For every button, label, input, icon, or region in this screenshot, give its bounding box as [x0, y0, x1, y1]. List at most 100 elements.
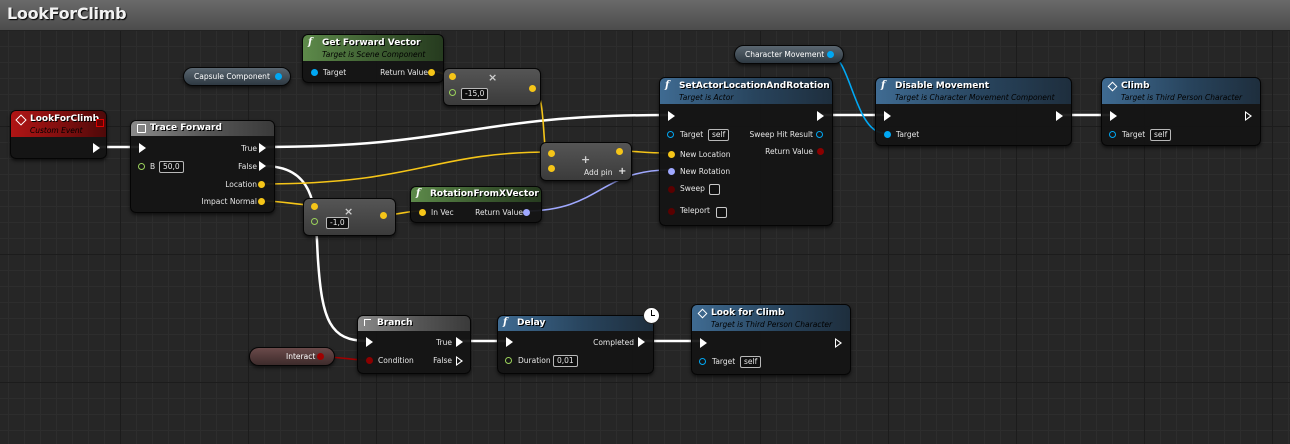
branch-false-label: False — [433, 356, 452, 365]
trace-false-pin[interactable] — [259, 161, 266, 171]
branch-title: Branch — [377, 318, 413, 328]
branch-condition-label: Condition — [378, 356, 414, 365]
mult2-b-pin[interactable] — [311, 218, 318, 225]
mult2-b-field[interactable]: -1,0 — [326, 217, 349, 229]
setloc-newrot-pin[interactable] — [668, 168, 675, 175]
setloc-teleport-pin[interactable] — [668, 208, 675, 215]
trace-b-pin[interactable] — [138, 163, 145, 170]
delay-duration-pin[interactable] — [505, 357, 512, 364]
delay-completed-pin[interactable] — [638, 337, 645, 347]
setloc-exec-in-pin[interactable] — [668, 111, 675, 121]
delay-node[interactable]: f Delay Completed Duration 0,01 — [497, 307, 660, 374]
mult2-a-pin[interactable] — [311, 203, 318, 210]
disable-subtitle: Target is Character Movement Component — [895, 93, 1055, 102]
mult1-out-pin[interactable] — [529, 85, 536, 92]
rotation-from-x-vector-node[interactable]: f RotationFromXVector In Vec Return Valu… — [410, 186, 542, 223]
multiply-node-2[interactable]: × -1,0 — [303, 198, 396, 236]
climb-target-pin[interactable] — [1109, 131, 1116, 138]
climb-target-field[interactable]: self — [1150, 129, 1172, 141]
capsule-pin[interactable] — [275, 73, 282, 80]
lfc-target-field[interactable]: self — [740, 356, 762, 368]
climb-exec-in-pin[interactable] — [1110, 111, 1117, 121]
function-icon-5: f — [503, 317, 508, 328]
trace-exec-in-pin[interactable] — [139, 143, 146, 153]
disable-exec-out-pin[interactable] — [1056, 111, 1063, 121]
trace-forward-node[interactable]: Trace Forward B 50,0 True False Location… — [130, 120, 275, 213]
trace-impact-pin[interactable] — [258, 198, 265, 205]
fwd-title: Get Forward Vector — [322, 38, 421, 48]
get-forward-vector-node[interactable]: f Get Forward Vector Target is Scene Com… — [302, 34, 444, 83]
branch-node[interactable]: Branch True Condition False — [357, 315, 471, 374]
rot-invec-pin[interactable] — [419, 209, 426, 216]
lfc-target-pin[interactable] — [699, 358, 706, 365]
custom-event-node[interactable]: LookForClimb Custom Event — [10, 110, 107, 159]
disable-exec-in-pin[interactable] — [884, 111, 891, 121]
trace-location-pin[interactable] — [258, 181, 265, 188]
setloc-target-pin[interactable] — [667, 131, 674, 138]
setloc-exec-out-pin[interactable] — [817, 111, 824, 121]
fwd-target-pin[interactable] — [311, 69, 318, 76]
multiply-icon: × — [488, 71, 498, 84]
setloc-newloc-pin[interactable] — [668, 151, 675, 158]
look-for-climb-node[interactable]: Look for Climb Target is Third Person Ch… — [691, 304, 851, 375]
disable-movement-node[interactable]: f Disable Movement Target is Character M… — [875, 77, 1072, 146]
setloc-return-label: Return Value — [765, 147, 813, 156]
add-node[interactable]: + Add pin + — [540, 142, 632, 181]
add-b-pin[interactable] — [548, 165, 555, 172]
climb-subtitle: Target is Third Person Character — [1121, 93, 1243, 102]
add-pin-plus-icon[interactable]: + — [618, 166, 627, 177]
trace-b-field[interactable]: 50,0 — [159, 161, 184, 173]
setloc-return-pin[interactable] — [817, 148, 824, 155]
climb-node[interactable]: Climb Target is Third Person Character T… — [1101, 77, 1261, 146]
add-a-pin[interactable] — [548, 150, 555, 157]
interact-label: Interact — [286, 352, 316, 361]
climb-exec-out-pin[interactable] — [1245, 111, 1252, 121]
capsule-label: Capsule Component — [194, 72, 270, 81]
charmov-pin[interactable] — [827, 51, 834, 58]
event-exec-out-pin[interactable] — [93, 143, 100, 153]
setloc-target-field[interactable]: self — [708, 129, 730, 141]
interact-pin[interactable] — [317, 353, 324, 360]
lfc-exec-out-pin[interactable] — [835, 338, 842, 348]
branch-icon — [364, 319, 371, 326]
setloc-subtitle: Target is Actor — [679, 93, 734, 102]
fwd-return-pin[interactable] — [428, 69, 435, 76]
setloc-sweep-checkbox[interactable] — [709, 184, 720, 195]
graph-title: LookForClimb — [7, 4, 127, 23]
interact-variable[interactable]: Interact — [249, 347, 335, 366]
graph-title-bar: LookForClimb — [0, 0, 1290, 31]
branch-exec-in-pin[interactable] — [366, 337, 373, 347]
setloc-teleport-checkbox[interactable] — [716, 207, 727, 218]
event-delegate-pin[interactable] — [96, 119, 104, 127]
trace-true-pin[interactable] — [259, 143, 266, 153]
multiply-node-1[interactable]: × -15,0 — [443, 68, 541, 106]
set-actor-location-rotation-node[interactable]: f SetActorLocationAndRotation Target is … — [659, 77, 833, 226]
disable-target-pin[interactable] — [884, 131, 891, 138]
branch-true-pin[interactable] — [456, 337, 463, 347]
setloc-newloc-label: New Location — [680, 150, 731, 159]
mult1-b-field[interactable]: -15,0 — [461, 88, 489, 100]
macro-icon — [137, 124, 146, 133]
add-out-pin[interactable] — [616, 148, 623, 155]
delay-exec-in-pin[interactable] — [506, 337, 513, 347]
branch-condition-pin[interactable] — [366, 357, 373, 364]
event-title: LookForClimb — [30, 114, 100, 124]
setloc-sweep-pin[interactable] — [668, 186, 675, 193]
setloc-sweephit-pin[interactable] — [816, 131, 823, 138]
fwd-subtitle: Target is Scene Component — [322, 50, 426, 59]
mult1-a-pin[interactable] — [449, 73, 456, 80]
character-movement-variable[interactable]: Character Movement — [734, 45, 844, 64]
branch-false-pin[interactable] — [456, 356, 463, 366]
rot-return-pin[interactable] — [523, 209, 530, 216]
add-pin-label[interactable]: Add pin — [584, 168, 613, 177]
capsule-component-variable[interactable]: Capsule Component — [183, 67, 291, 86]
delay-title: Delay — [517, 318, 546, 328]
mult2-out-pin[interactable] — [380, 212, 387, 219]
setloc-sweep-label: Sweep — [680, 184, 705, 193]
lfc-exec-in-pin[interactable] — [700, 338, 707, 348]
disable-target-label: Target — [896, 130, 920, 139]
delay-duration-field[interactable]: 0,01 — [553, 355, 578, 367]
mult1-b-pin[interactable] — [449, 89, 456, 96]
rot-invec-label: In Vec — [431, 208, 454, 217]
